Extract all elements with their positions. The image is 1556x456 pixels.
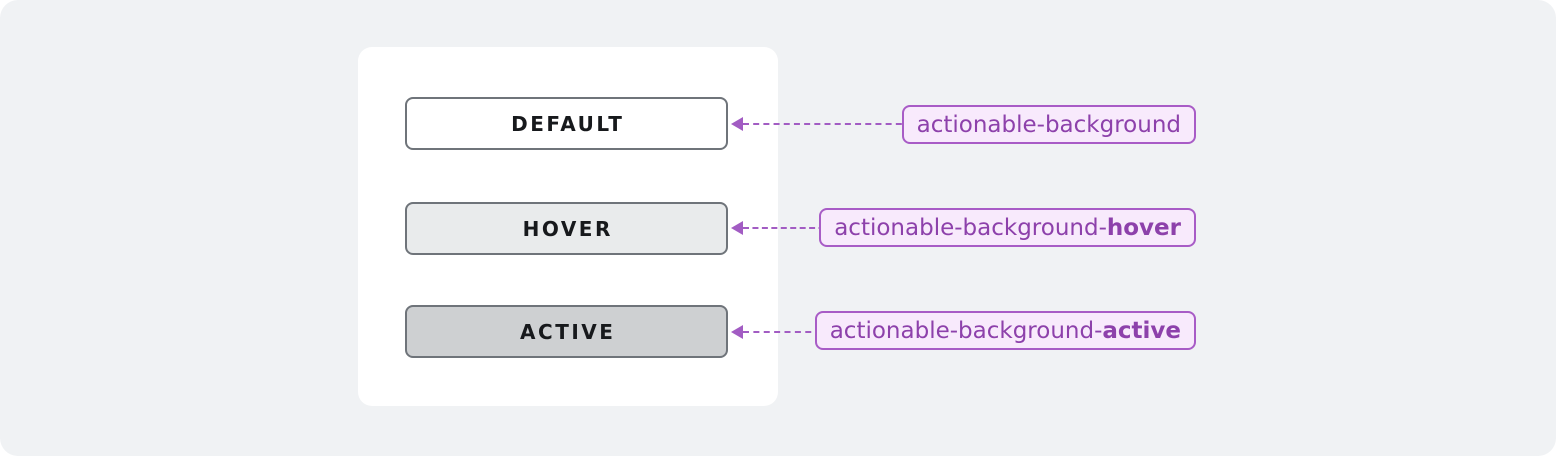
state-button-default[interactable]: DEFAULT	[405, 97, 728, 150]
arrow-left-icon	[731, 324, 743, 339]
token-text: actionable-background	[916, 111, 1181, 138]
token-badge-actionable-background-hover: actionable-background-hover	[819, 208, 1196, 247]
token-badge-actionable-background: actionable-background	[901, 105, 1196, 144]
state-button-active-label: ACTIVE	[520, 319, 616, 344]
token-text: actionable-background-	[834, 214, 1107, 241]
token-badge-actionable-background-active: actionable-background-active	[814, 311, 1196, 350]
arrow-connector	[743, 330, 832, 333]
arrow-connector	[743, 122, 912, 125]
state-button-active[interactable]: ACTIVE	[405, 305, 728, 358]
state-button-hover-label: HOVER	[522, 216, 613, 241]
arrow-connector	[743, 227, 834, 229]
arrow-left-icon	[731, 221, 743, 235]
token-text: actionable-background-	[829, 317, 1103, 344]
token-text-bold: active	[1102, 317, 1181, 344]
token-text-bold: hover	[1106, 214, 1181, 241]
arrow-left-icon	[731, 116, 743, 131]
state-button-default-label: DEFAULT	[511, 111, 625, 136]
state-button-hover[interactable]: HOVER	[405, 202, 728, 255]
